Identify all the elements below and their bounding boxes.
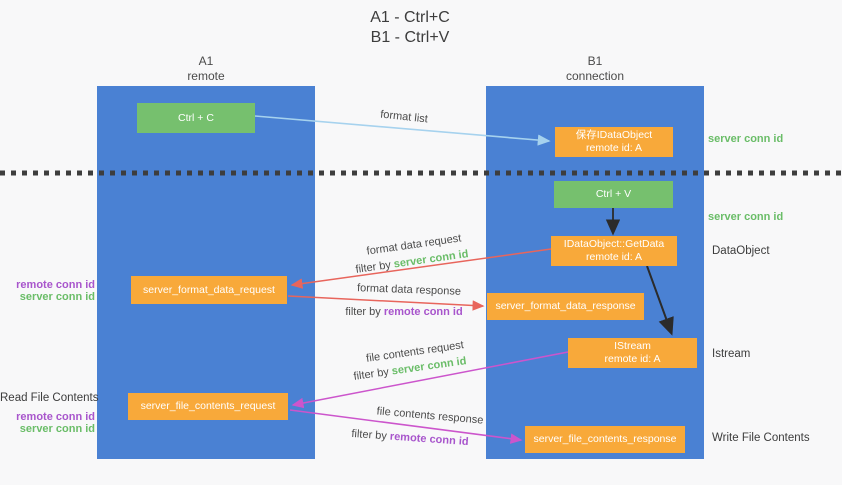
- label-remote-conn-id-format: remote conn id: [16, 279, 95, 291]
- save-dataobject-line1: 保存IDataObject: [575, 129, 653, 141]
- edge-label-format-data-response: format data response: [356, 282, 462, 298]
- format-request-label: server_format_data_request: [143, 283, 275, 296]
- file-conn-id-stack: remote conn id server conn id: [0, 411, 95, 435]
- label-remote-conn-id-file: remote conn id: [16, 411, 95, 423]
- lifeline-b1-header: B1 connection: [486, 54, 704, 84]
- edge-label-format-list: format list: [379, 108, 429, 126]
- getdata-line2: remote id: A: [585, 251, 643, 263]
- lifeline-a1-header: A1 remote: [97, 54, 315, 84]
- lifeline-a1-title: A1: [198, 54, 214, 68]
- file-request-label: server_file_contents_request: [140, 400, 276, 412]
- edge-filter-remote-2: filter by remote conn id: [351, 427, 469, 449]
- label-read-file-contents: Read File Contents: [0, 392, 99, 404]
- node-file-response: server_file_contents_response: [525, 426, 685, 453]
- edge-label-file-contents-response: file contents response: [376, 405, 484, 427]
- node-istream: IStream remote id: A: [568, 338, 697, 368]
- istream-line2: remote id: A: [604, 353, 661, 365]
- format-response-label: server_format_data_response: [495, 300, 636, 312]
- istream-line1: IStream: [614, 340, 651, 352]
- label-server-conn-id-top: server conn id: [708, 133, 784, 145]
- title-line-2: B1 - Ctrl+V: [370, 29, 450, 46]
- ctrl-c-label: Ctrl + C: [178, 111, 214, 124]
- getdata-line1: IDataObject::GetData: [563, 238, 665, 250]
- read-file-contents-stack: Read File Contents: [0, 392, 99, 404]
- save-dataobject-line2: remote id: A: [585, 142, 643, 154]
- node-file-request: server_file_contents_request: [128, 393, 288, 420]
- node-format-request: server_format_data_request: [131, 276, 287, 304]
- node-ctrl-v: Ctrl + V: [554, 181, 673, 208]
- lifeline-b1-title: B1: [587, 54, 603, 68]
- node-save-dataobject: 保存IDataObject remote id: A: [555, 127, 673, 157]
- diagram-title: A1 - Ctrl+C B1 - Ctrl+V: [330, 8, 490, 48]
- title-line-1: A1 - Ctrl+C: [370, 9, 450, 26]
- label-server-conn-id-mid: server conn id: [708, 211, 784, 223]
- edge-filter-remote-1: filter by remote conn id: [345, 306, 463, 318]
- node-ctrl-c: Ctrl + C: [137, 103, 255, 133]
- format-conn-id-stack: remote conn id server conn id: [0, 279, 95, 303]
- lifeline-a1-subtitle: remote: [187, 69, 225, 83]
- ctrl-v-label: Ctrl + V: [595, 188, 632, 200]
- node-format-response: server_format_data_response: [487, 293, 644, 320]
- label-server-conn-id-format: server conn id: [19, 291, 95, 303]
- file-response-label: server_file_contents_response: [533, 433, 677, 445]
- node-getdata: IDataObject::GetData remote id: A: [551, 236, 677, 266]
- label-write-file-contents: Write File Contents: [712, 432, 810, 444]
- lifeline-b1-subtitle: connection: [565, 69, 625, 83]
- label-istream: Istream: [712, 348, 751, 360]
- label-server-conn-id-file: server conn id: [19, 423, 95, 435]
- label-dataobject: DataObject: [712, 245, 770, 257]
